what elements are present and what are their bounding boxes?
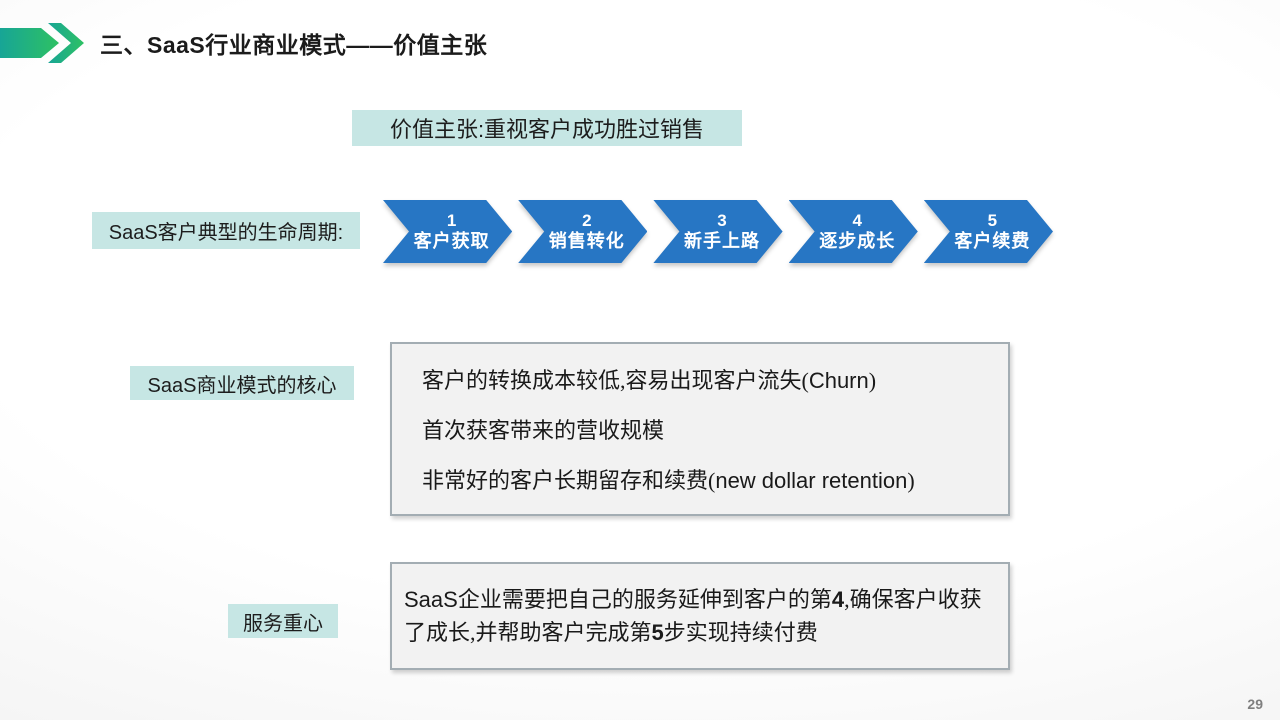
core-point-text: 首次获客带来的营收规模 [422,418,665,443]
step-name: 新手上路 [684,230,760,251]
step-name: 客户获取 [413,230,490,251]
service-focus-box: SaaS企业需要把自己的服务延伸到客户的第4,确保客户收获了成长,并帮助客户完成… [390,562,1010,670]
core-label: SaaS商业模式的核心 [130,366,354,400]
step-number: 5 [987,210,998,230]
step-name: 客户续费 [954,230,1031,251]
core-point-latin: new dollar retention [715,468,908,493]
lifecycle-label: SaaS客户典型的生命周期: [92,212,360,249]
step-name: 销售转化 [548,230,625,251]
core-point-text: ) [868,368,877,393]
service-text-part: 步实现持续付费 [663,620,818,645]
green-arrow-decoration-icon [0,23,84,63]
core-point-1: 客户的转换成本较低,容易出现客户流失(Churn) [422,363,992,395]
lifecycle-step-1: 1 客户获取 [383,200,512,263]
value-proposition-banner: 价值主张:重视客户成功胜过销售 [352,110,742,146]
service-text-part: 4 [831,587,845,612]
page-number: 29 [1247,696,1263,712]
step-name: 逐步成长 [819,230,896,251]
core-point-text: 非常好的客户长期留存和续费( [422,468,716,493]
service-text-part: ,确保客户收获了成长,并帮助客户完成第 [404,587,982,645]
service-text-part: 企业需要把自己的服务延伸到客户的第 [457,587,832,612]
lifecycle-step-3: 3 新手上路 [653,200,782,263]
service-text-part: SaaS [404,587,458,612]
service-text-part: 5 [651,620,664,645]
service-focus-text: SaaS企业需要把自己的服务延伸到客户的第4,确保客户收获了成长,并帮助客户完成… [404,583,992,649]
step-number: 1 [446,210,457,230]
step-number: 4 [852,210,862,230]
service-focus-label: 服务重心 [228,604,338,638]
core-point-text: 客户的转换成本较低,容易出现客户流失( [422,368,809,393]
core-point-3: 非常好的客户长期留存和续费(new dollar retention) [422,463,992,495]
slide-title: 三、SaaS行业商业模式——价值主张 [100,32,488,58]
step-number: 2 [582,210,592,230]
lifecycle-step-5: 5 客户续费 [924,200,1053,263]
step-number: 3 [717,210,727,230]
lifecycle-step-4: 4 逐步成长 [789,200,918,263]
core-points-box: 客户的转换成本较低,容易出现客户流失(Churn) 首次获客带来的营收规模 非常… [390,342,1010,516]
lifecycle-steps: 1 客户获取 2 销售转化 3 新手上路 4 逐步成长 5 客户续费 [383,200,1053,263]
core-point-latin: Churn [808,368,869,393]
core-point-text: ) [907,468,915,493]
lifecycle-step-2: 2 销售转化 [518,200,647,263]
core-point-2: 首次获客带来的营收规模 [422,413,992,445]
